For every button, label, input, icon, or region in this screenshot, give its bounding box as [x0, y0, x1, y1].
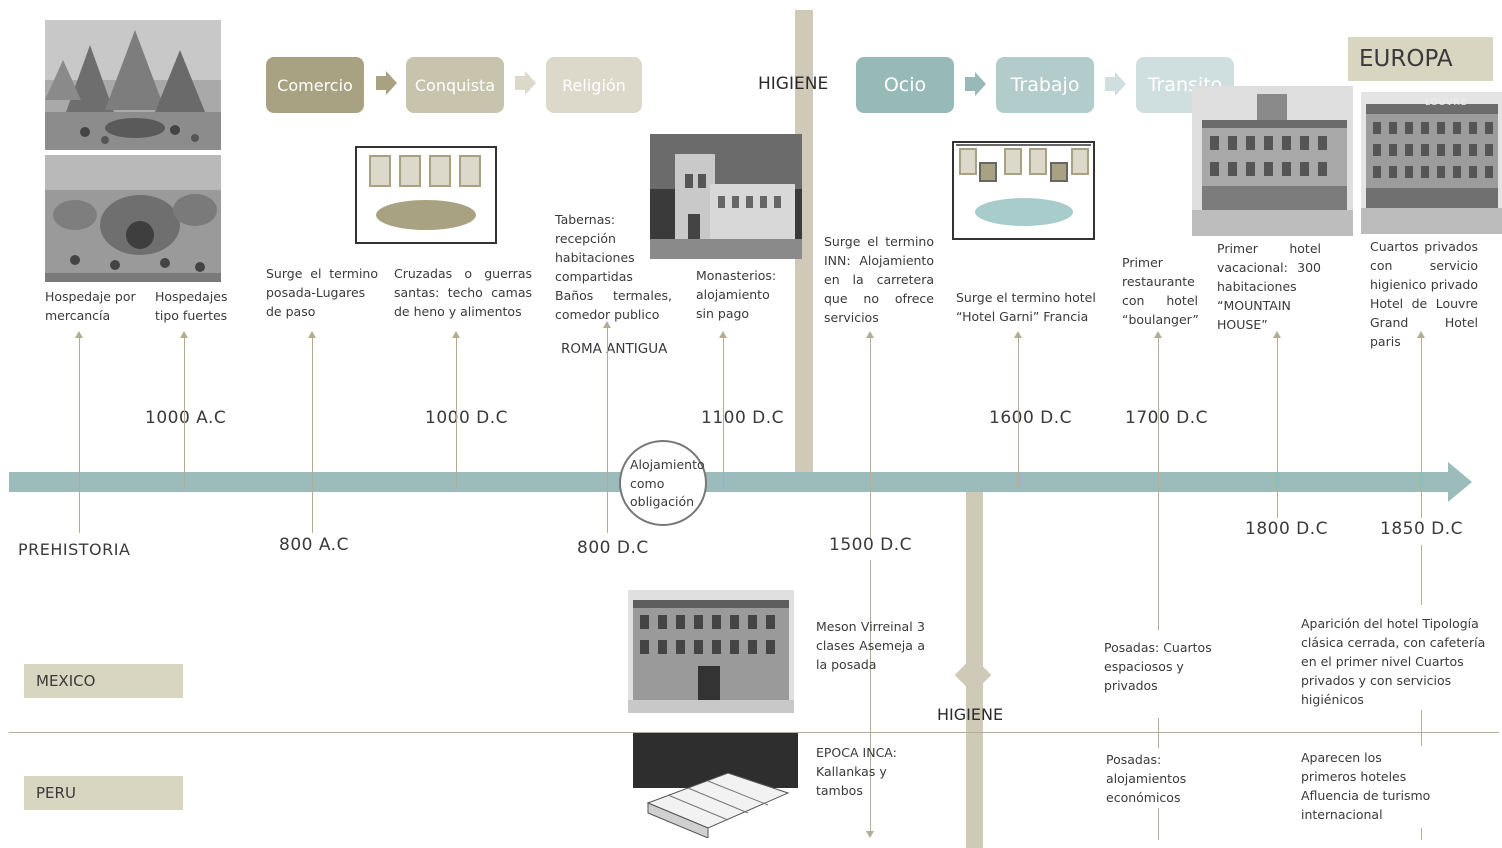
country-label-mexico: MEXICO — [24, 664, 183, 698]
chevron-right-icon — [975, 72, 986, 96]
text-tabernas: Tabernas: recepción habitaciones compart… — [555, 212, 672, 322]
text-epoca-inca: EPOCA INCA: Kallankas y tambos — [816, 745, 897, 798]
year-800ac: 800 A.C — [279, 535, 349, 555]
inca-kallanka-drawing — [633, 733, 798, 838]
roma-antigua-label: ROMA ANTIGUA — [561, 341, 668, 357]
text-posada: Surge el termino posada-Lugares de paso — [266, 266, 378, 319]
text-hospedaje-mercancia: Hospedaje por mercancía — [45, 289, 136, 323]
louvre-sign: LOUVRE — [1425, 98, 1468, 108]
text-mountain-house: Primer hotel vacacional: 300 habitacione… — [1217, 241, 1321, 332]
alojamiento-obligacion-text: Alojamiento como obligación — [630, 457, 705, 509]
monastery-photo — [650, 134, 802, 259]
arrow-up-icon — [719, 331, 727, 338]
connector-line — [1018, 338, 1019, 488]
country-label-peru: PERU — [24, 776, 183, 810]
chevron-right-icon — [376, 76, 386, 90]
arrow-up-icon — [180, 331, 188, 338]
chevron-right-icon — [386, 71, 397, 95]
higiene-band-top — [795, 10, 813, 473]
text-meson-virreinal: Meson Virreinal 3 clases Asemeja a la po… — [816, 619, 925, 672]
arrow-up-icon — [1154, 331, 1162, 338]
text-inn: Surge el termino INN: Alojamiento en la … — [824, 234, 934, 325]
connector-line — [723, 338, 724, 488]
year-1500dc: 1500 D.C — [829, 535, 913, 555]
connector-line — [607, 328, 608, 533]
connector-line — [1421, 710, 1422, 746]
text-louvre: Cuartos privados con servicio higienico … — [1370, 239, 1478, 349]
chevron-right-icon — [965, 77, 975, 91]
country-separator — [9, 732, 1499, 733]
connector-line — [1158, 718, 1159, 748]
year-1100dc: 1100 D.C — [701, 408, 785, 428]
year-1600dc: 1600 D.C — [989, 408, 1073, 428]
year-1000ac: 1000 A.C — [145, 408, 227, 428]
text-primeros-hoteles: Aparecen los primeros hoteles Afluencia … — [1301, 750, 1431, 822]
text-posadas-peru: Posadas: alojamientos económicos — [1106, 752, 1187, 805]
year-1700dc: 1700 D.C — [1125, 408, 1209, 428]
arrow-up-icon — [603, 321, 611, 328]
alojamiento-obligacion-circle — [619, 440, 707, 526]
chevron-right-icon — [1105, 77, 1115, 91]
text-primer-restaurante: Primer restaurante con hotel “boulanger” — [1122, 255, 1199, 327]
hotel-louvre-photo — [1361, 92, 1502, 234]
prehistoric-village-photo-2 — [45, 155, 221, 282]
arrow-up-icon — [75, 331, 83, 338]
arrow-up-icon — [452, 331, 460, 338]
arrow-up-icon — [1273, 331, 1281, 338]
prehistoria-label: PREHISTORIA — [18, 540, 131, 559]
text-hospedajes-fuertes: Hospedajes tipo fuertes — [155, 289, 228, 323]
text-aparicion-hotel: Aparición del hotel Tipología clásica ce… — [1301, 616, 1486, 707]
higiene-label-bottom: HIGIENE — [937, 705, 1004, 724]
meson-virreinal-engraving — [628, 590, 794, 713]
text-posadas-mexico: Posadas: Cuartos espaciosos y privados — [1104, 640, 1212, 693]
room-layout-icon-olive — [355, 146, 497, 244]
year-1000dc: 1000 D.C — [425, 408, 509, 428]
band-diamond — [954, 656, 992, 694]
connector-line — [1421, 338, 1422, 518]
pill-conquista: Conquista — [406, 57, 504, 113]
connector-line — [870, 338, 871, 538]
chevron-right-icon — [1115, 72, 1126, 96]
pill-trabajo: Trabajo — [996, 57, 1094, 113]
chevron-right-icon — [525, 71, 536, 95]
year-800dc: 800 D.C — [577, 538, 649, 558]
connector-line — [1277, 338, 1278, 518]
connector-line — [1158, 338, 1159, 630]
arrow-up-icon — [308, 331, 316, 338]
arrow-down-icon — [866, 831, 874, 838]
text-monasterios: Monasterios: alojamiento sin pago — [696, 268, 777, 321]
prehistoric-village-photo-1 — [45, 20, 221, 150]
arrow-up-icon — [1417, 331, 1425, 338]
timeline-arrowhead — [1448, 462, 1472, 502]
pill-ocio: Ocio — [856, 57, 954, 113]
connector-line — [312, 338, 313, 533]
arrow-up-icon — [1014, 331, 1022, 338]
connector-line — [1158, 808, 1159, 840]
connector-line — [870, 560, 871, 832]
year-1800dc: 1800 D.C — [1245, 519, 1329, 539]
connector-line — [79, 338, 80, 533]
pill-comercio: Comercio — [266, 57, 364, 113]
europa-label: EUROPA — [1348, 37, 1493, 81]
text-garni: Surge el termino hotel “Hotel Garni” Fra… — [956, 290, 1096, 324]
connector-line — [1421, 545, 1422, 605]
connector-line — [456, 338, 457, 488]
room-layout-icon-teal — [952, 141, 1095, 240]
arrow-up-icon — [866, 331, 874, 338]
connector-line — [1421, 828, 1422, 840]
chevron-right-icon — [515, 76, 525, 90]
mountain-house-photo — [1192, 86, 1353, 236]
timeline-arrow — [9, 472, 1449, 492]
pill-religion: Religión — [546, 57, 642, 113]
text-cruzadas: Cruzadas o guerras santas: techo camas d… — [394, 266, 532, 319]
higiene-label-top: HIGIENE — [758, 74, 829, 94]
year-1850dc: 1850 D.C — [1380, 519, 1464, 539]
connector-line — [184, 338, 185, 488]
